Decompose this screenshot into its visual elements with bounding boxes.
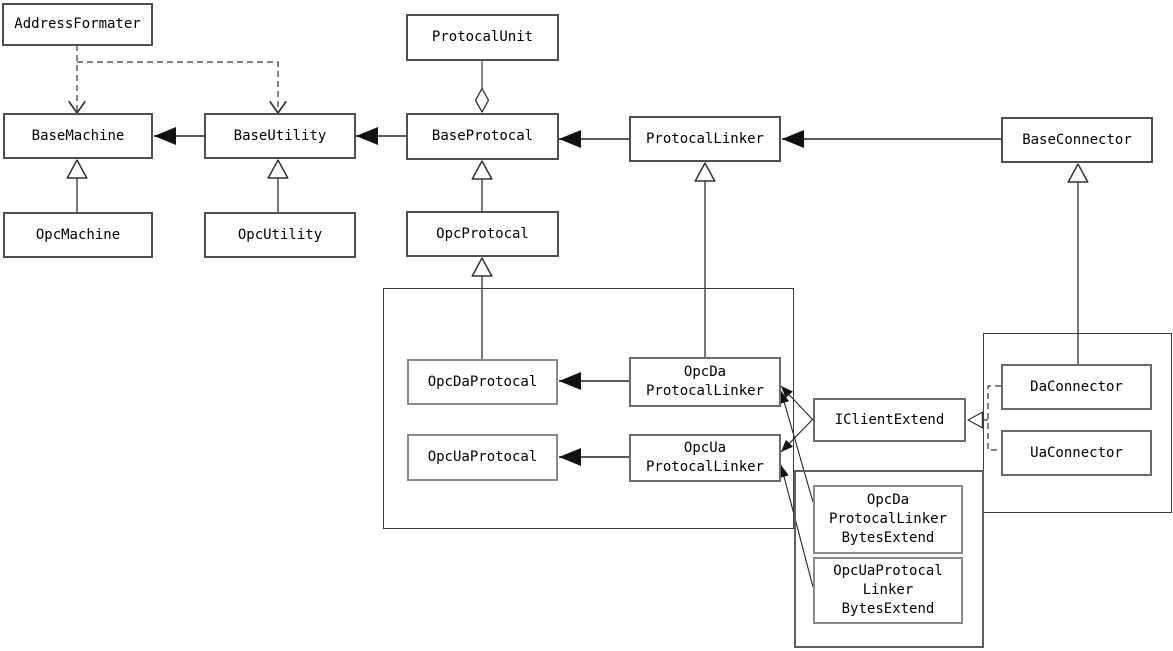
class-box-da-connector: DaConnector bbox=[1001, 364, 1152, 410]
edge-opcdabytesextend-opcdaprotocallinker bbox=[779, 390, 814, 503]
class-box-address-formater: AddressFormater bbox=[2, 3, 153, 46]
group-bytes-extend bbox=[794, 470, 984, 648]
class-box-opc-protocal: OpcProtocal bbox=[406, 211, 559, 257]
class-box-ua-connector: UaConnector bbox=[1001, 430, 1152, 476]
class-box-i-client-extend: IClientExtend bbox=[813, 398, 966, 442]
group-opc-protocal-family bbox=[383, 288, 794, 529]
edge-iclientextend-opcuaprotocallinker bbox=[780, 418, 814, 453]
group-connectors bbox=[983, 333, 1172, 513]
class-box-base-protocal: BaseProtocal bbox=[406, 113, 559, 160]
class-box-opc-ua-protocal-linker-bytes-extend: OpcUaProtocal Linker BytesExtend bbox=[813, 557, 963, 624]
class-box-opc-da-protocal: OpcDaProtocal bbox=[407, 359, 558, 405]
class-box-base-utility: BaseUtility bbox=[204, 113, 356, 159]
edge-opcuabytesextend-opcuaprotocallinker bbox=[779, 464, 814, 588]
class-box-opc-machine: OpcMachine bbox=[3, 212, 153, 258]
edge-connectors-iclientextend-realization-branch bbox=[987, 385, 1001, 451]
class-box-opc-da-protocal-linker: OpcDa ProtocalLinker bbox=[629, 357, 781, 407]
class-box-opc-da-protocal-linker-bytes-extend: OpcDa ProtocalLinker BytesExtend bbox=[813, 485, 963, 554]
class-box-opc-ua-protocal: OpcUaProtocal bbox=[407, 434, 558, 481]
class-box-opc-utility: OpcUtility bbox=[204, 212, 356, 258]
class-box-opc-ua-protocal-linker: OpcUa ProtocalLinker bbox=[629, 434, 781, 482]
class-box-base-connector: BaseConnector bbox=[1001, 117, 1153, 163]
class-box-base-machine: BaseMachine bbox=[3, 113, 153, 159]
class-box-protocal-linker: ProtocalLinker bbox=[629, 116, 781, 162]
class-box-protocal-unit: ProtocalUnit bbox=[406, 14, 559, 61]
edge-addressformater-baseutility-dependency bbox=[77, 61, 278, 113]
